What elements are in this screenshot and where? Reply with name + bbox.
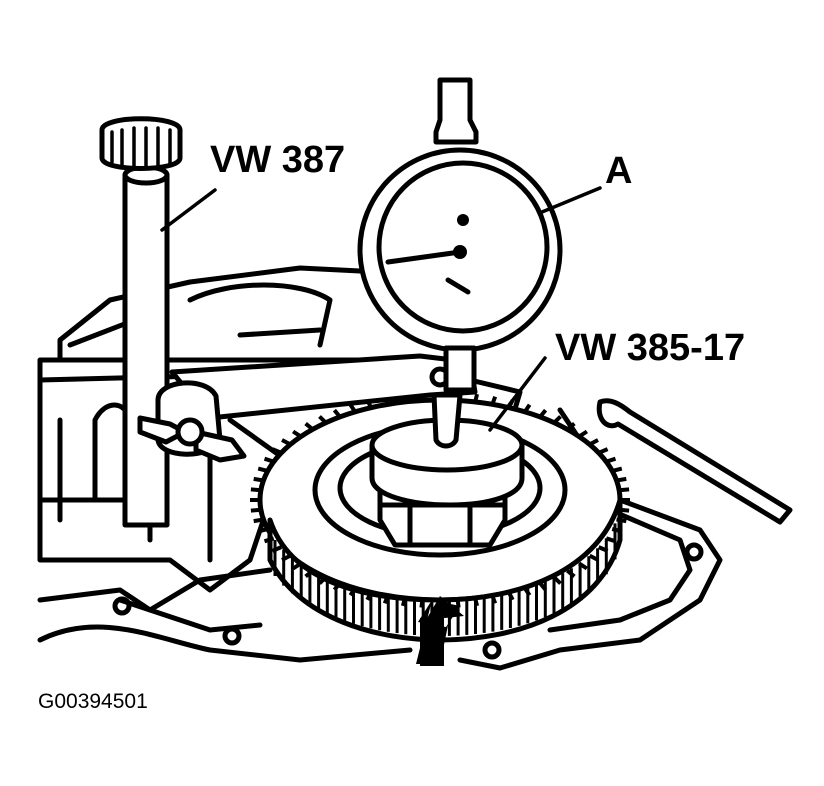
- gear-tooth: [566, 422, 576, 431]
- gear-tooth: [318, 575, 328, 585]
- gear-tooth: [263, 536, 275, 544]
- gear-tooth: [281, 438, 292, 447]
- gear-tooth: [616, 476, 627, 483]
- stand-rod-vw-387: [99, 116, 183, 528]
- dial-indicator: [357, 77, 563, 449]
- gear-tooth: [292, 429, 302, 439]
- gear-tooth: [578, 429, 588, 439]
- gear-tooth: [538, 408, 548, 419]
- gear-tooth: [552, 415, 562, 425]
- gear-tooth: [318, 415, 328, 425]
- label-vw-387: VW 387: [210, 139, 345, 181]
- gear-tooth: [616, 517, 627, 524]
- figure-id: G00394501: [38, 690, 148, 713]
- gear-tooth: [618, 507, 630, 513]
- gear-tooth: [588, 438, 599, 447]
- gear-tooth: [611, 466, 623, 473]
- gear-tooth: [257, 466, 269, 473]
- clamp-arm: [137, 353, 478, 463]
- label-a: A: [605, 150, 632, 192]
- gear-tooth: [597, 447, 609, 455]
- gear-tooth: [253, 476, 264, 483]
- gear-tooth: [523, 403, 532, 413]
- gear-tooth: [348, 403, 357, 413]
- gear-tooth: [304, 422, 314, 431]
- gear-tooth: [271, 447, 283, 455]
- gear-tooth: [605, 456, 617, 464]
- gear-tooth: [332, 408, 342, 419]
- gear-tooth: [618, 487, 630, 493]
- gear-tooth: [292, 561, 302, 571]
- leader-lines: [160, 186, 602, 432]
- gear-teeth: [250, 392, 630, 636]
- gear-tooth: [257, 527, 269, 534]
- label-vw-385-17: VW 385-17: [555, 327, 745, 369]
- gear-tooth: [250, 507, 262, 513]
- gear-tooth: [473, 393, 480, 403]
- gear-tooth: [263, 456, 275, 464]
- gear-tooth: [250, 487, 262, 493]
- direction-arrow: [416, 596, 464, 666]
- gear-tooth: [490, 395, 498, 406]
- gear-tooth: [253, 517, 264, 524]
